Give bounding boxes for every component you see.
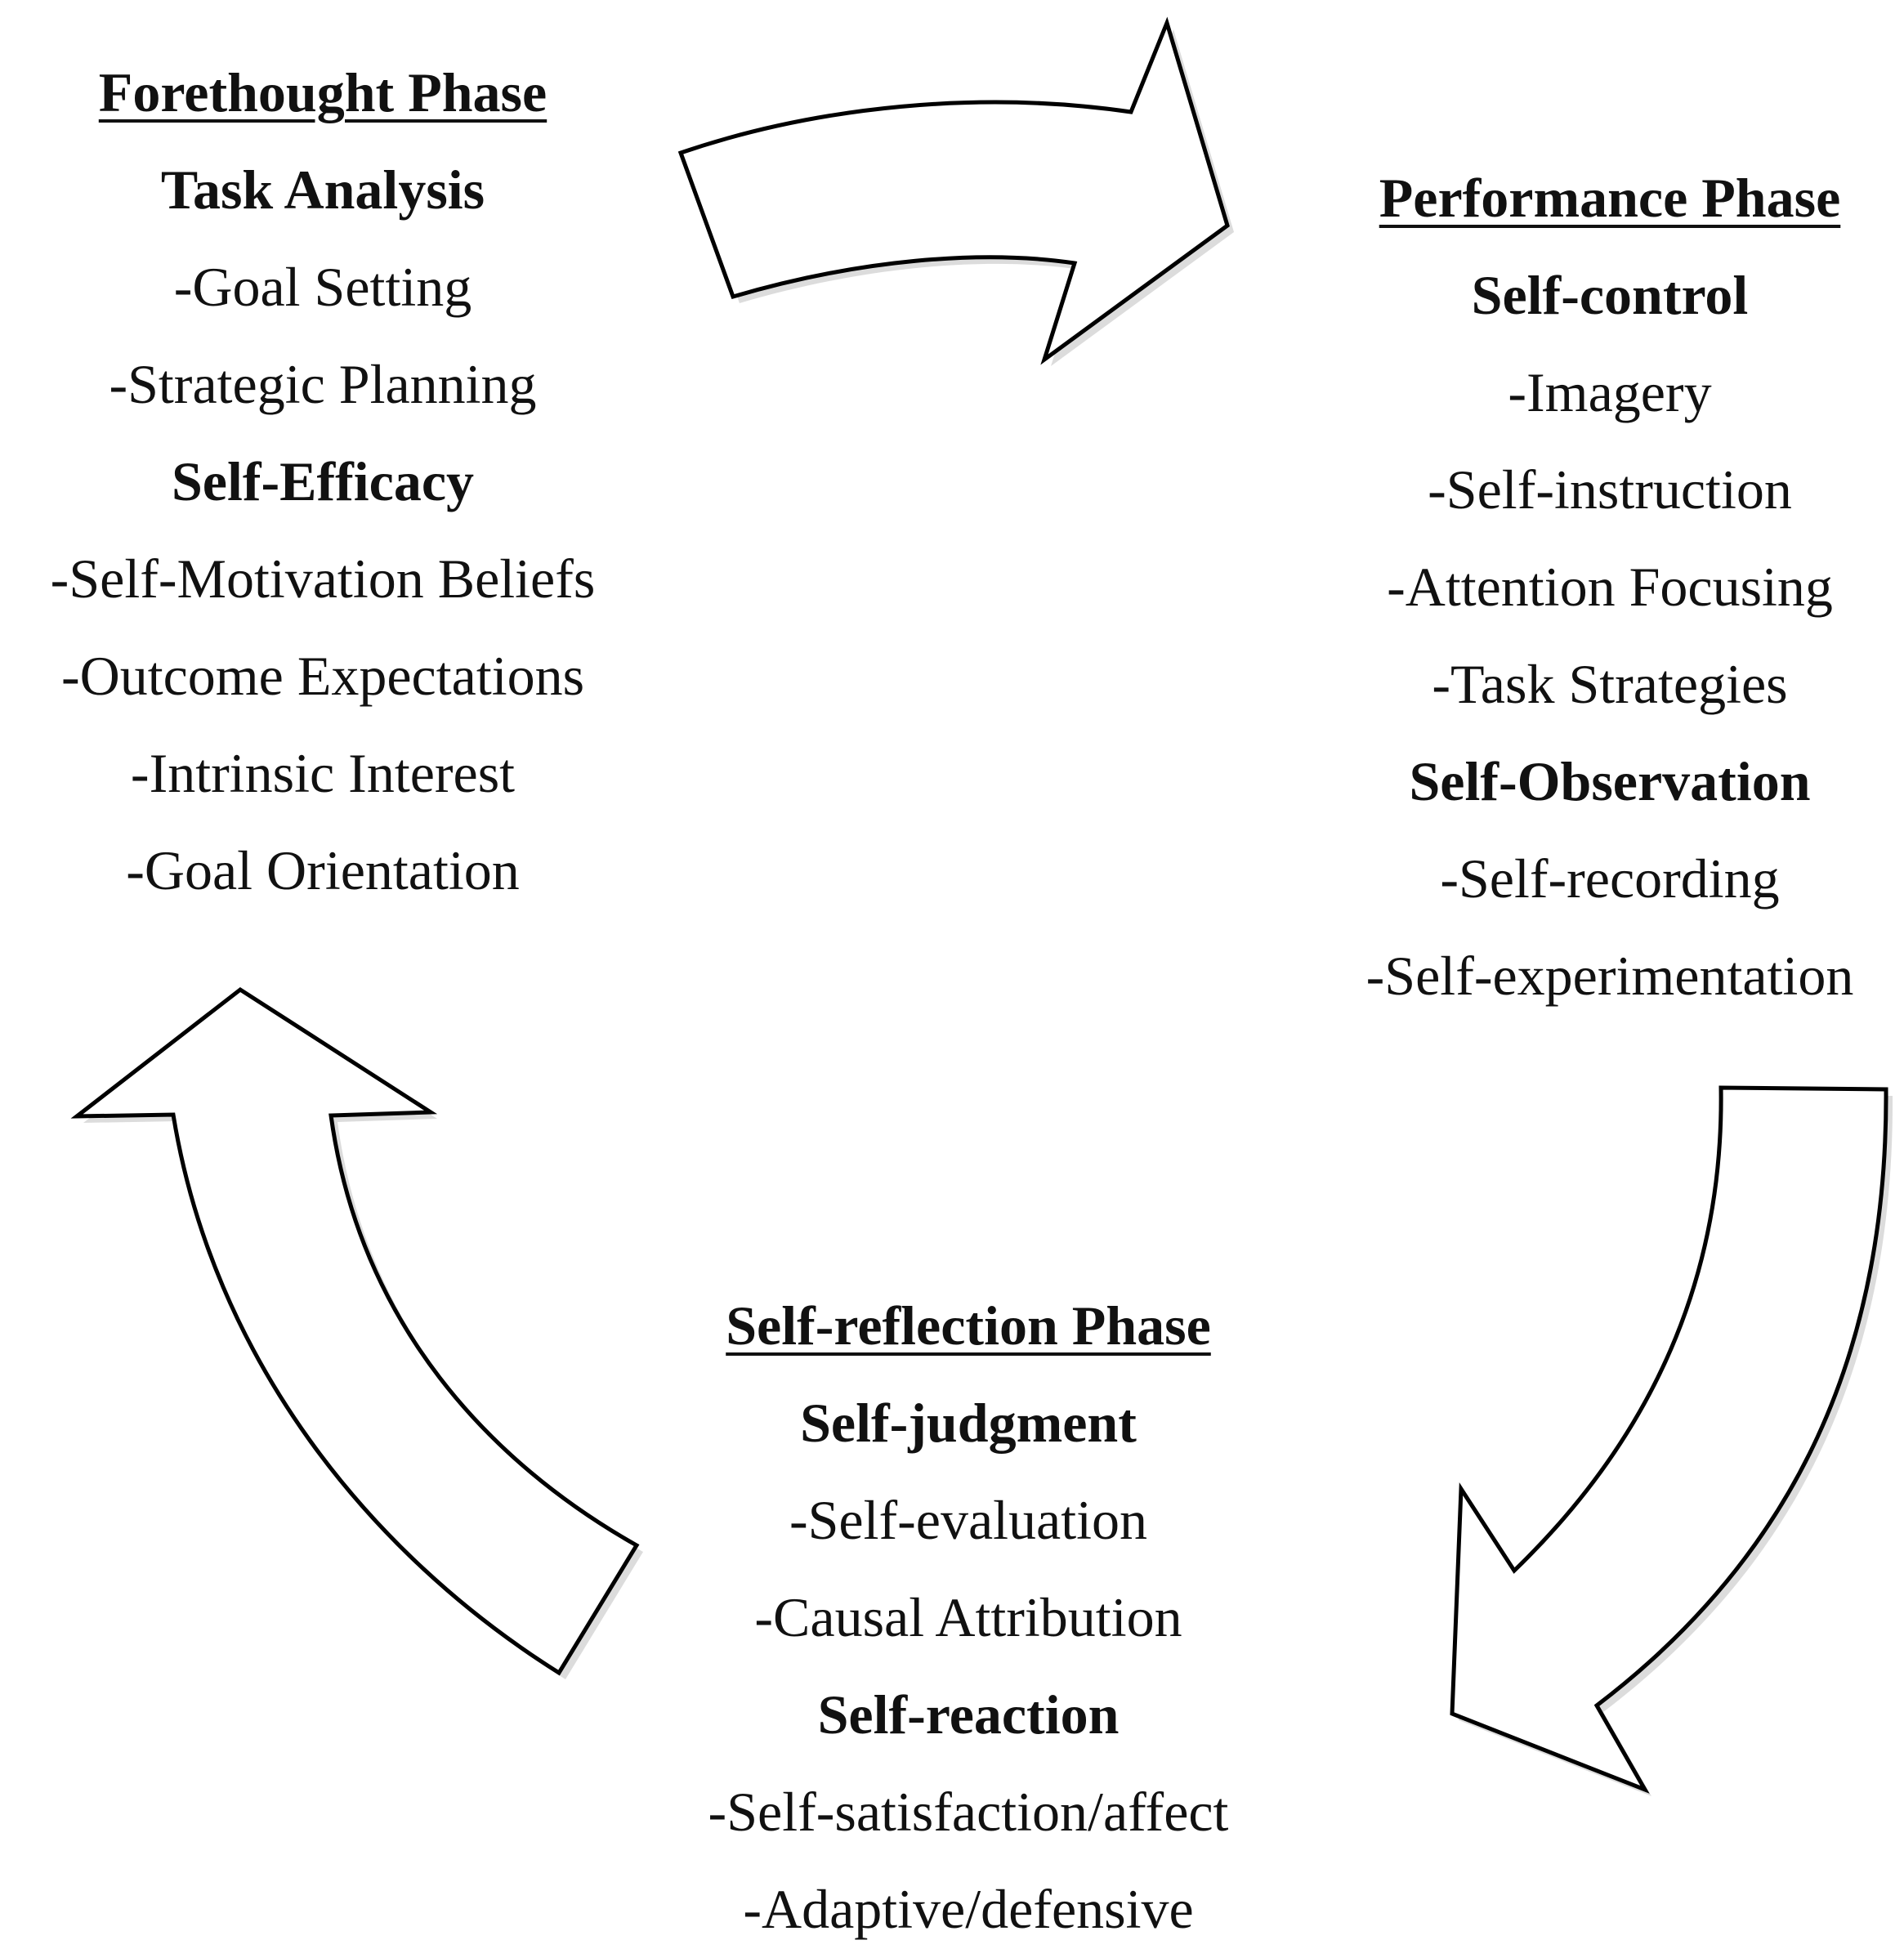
goal-orientation-item: -Goal Orientation bbox=[126, 839, 520, 901]
reflection-to-forethought-arrow bbox=[70, 986, 643, 1679]
intrinsic-interest-item: -Intrinsic Interest bbox=[130, 742, 516, 804]
outcome-expectations-item: -Outcome Expectations bbox=[60, 645, 585, 707]
task-strategies-item: -Task Strategies bbox=[1432, 653, 1788, 715]
forethought-phase-title: Forethought Phase bbox=[98, 61, 548, 123]
forethought-to-performance-arrow bbox=[677, 16, 1234, 366]
attention-focusing-item: -Attention Focusing bbox=[1387, 556, 1833, 618]
self-motivation-beliefs-item: -Self-Motivation Beliefs bbox=[50, 548, 596, 610]
imagery-item: -Imagery bbox=[1508, 361, 1712, 423]
self-observation-heading: Self-Observation bbox=[1409, 750, 1811, 812]
self-reflection-phase-title: Self-reflection Phase bbox=[726, 1294, 1211, 1357]
goal-setting-item: -Goal Setting bbox=[173, 256, 472, 318]
self-instruction-item: -Self-instruction bbox=[1428, 458, 1792, 521]
self-control-heading: Self-control bbox=[1471, 264, 1749, 326]
adaptive-defensive-item: -Adaptive/defensive bbox=[743, 1878, 1194, 1940]
performance-phase-block: Performance Phase Self-control -Imagery … bbox=[1316, 150, 1904, 1025]
self-efficacy-heading: Self-Efficacy bbox=[171, 450, 475, 512]
performance-phase-title: Performance Phase bbox=[1379, 167, 1841, 229]
task-analysis-heading: Task Analysis bbox=[160, 159, 485, 221]
self-satisfaction-affect-item: -Self-satisfaction/affect bbox=[708, 1781, 1229, 1843]
self-reaction-heading: Self-reaction bbox=[817, 1683, 1120, 1746]
self-recording-item: -Self-recording bbox=[1440, 847, 1780, 910]
self-evaluation-item: -Self-evaluation bbox=[789, 1489, 1148, 1551]
causal-attribution-item: -Causal Attribution bbox=[754, 1586, 1182, 1648]
self-reflection-phase-block: Self-reflection Phase Self-judgment -Sel… bbox=[641, 1277, 1295, 1958]
self-experimentation-item: -Self-experimentation bbox=[1365, 945, 1854, 1007]
performance-to-reflection-arrow bbox=[1450, 1085, 1893, 1796]
strategic-planning-item: -Strategic Planning bbox=[109, 353, 537, 415]
self-judgment-heading: Self-judgment bbox=[800, 1392, 1137, 1454]
forethought-phase-block: Forethought Phase Task Analysis -Goal Se… bbox=[0, 44, 646, 919]
